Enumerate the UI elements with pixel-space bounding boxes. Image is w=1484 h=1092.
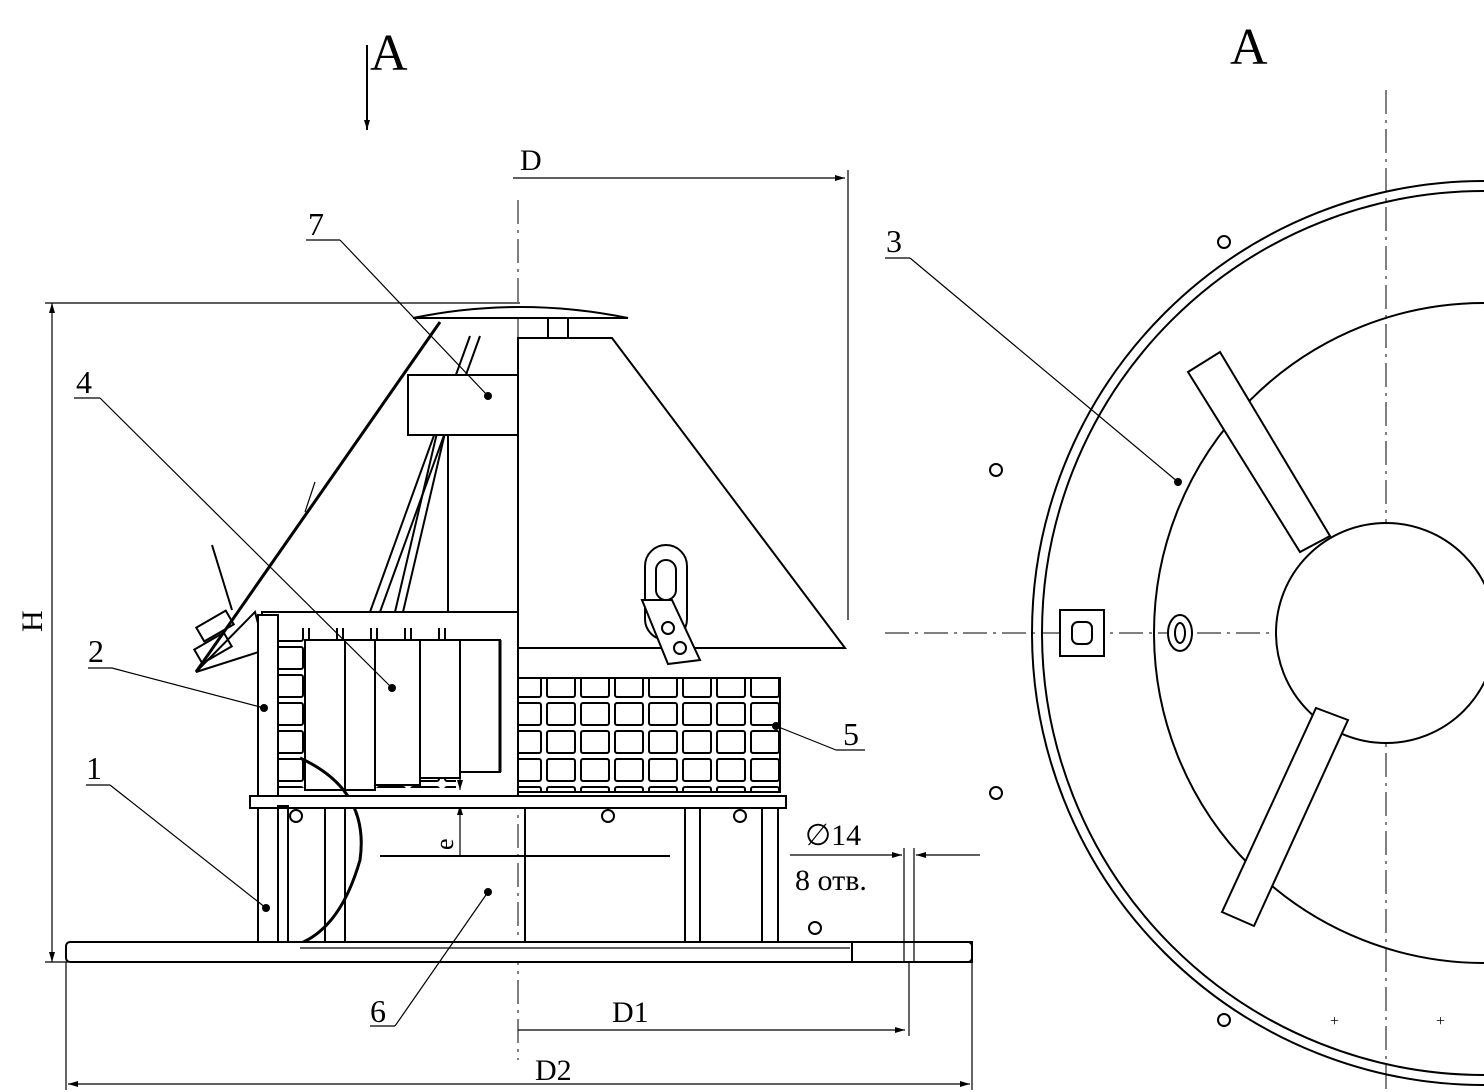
- protective-grille: [517, 677, 781, 793]
- support-frame: [262, 805, 822, 944]
- callout-4: 4: [76, 364, 92, 400]
- dimension-h-label: H: [16, 610, 49, 632]
- hood-exterior-right: [517, 337, 848, 666]
- callout-7: 7: [308, 206, 324, 242]
- section-label-left: A: [370, 25, 408, 82]
- dimension-d1: D1: [518, 962, 910, 1036]
- dimension-d2-label: D2: [535, 1054, 572, 1087]
- callout-6: 6: [370, 993, 386, 1029]
- callout-5: 5: [843, 716, 859, 752]
- callout-3: 3: [886, 223, 902, 259]
- lifting-eye: [640, 544, 702, 666]
- callout-2: 2: [88, 633, 104, 669]
- plus-mark: +: [1436, 1013, 1445, 1030]
- base-flange: [65, 941, 973, 963]
- motor-terminal-box: [1059, 609, 1105, 657]
- dimension-e-label: e: [430, 838, 459, 850]
- callouts-side-view: 7 4 2 1 5 6: [74, 206, 865, 1029]
- plus-mark: +: [1330, 1013, 1339, 1030]
- plan-view-a: + + 3: [885, 90, 1484, 1092]
- dimension-d1-label: D1: [612, 996, 649, 1029]
- callout-1: 1: [86, 750, 102, 786]
- top-cap: [412, 306, 629, 339]
- section-label-right: A: [1230, 19, 1268, 76]
- dimension-d-label: D: [520, 144, 542, 177]
- section-arrow-a: A: [364, 25, 408, 130]
- impeller-section: e: [257, 611, 519, 947]
- dimension-h: H: [16, 302, 520, 963]
- dimension-d2: D2: [65, 962, 973, 1090]
- hole-count-label: 8 отв.: [795, 864, 867, 897]
- hole-dimension: ∅14 8 отв.: [790, 819, 980, 962]
- hole-diameter-label: ∅14: [805, 819, 861, 852]
- dimension-d: D: [513, 144, 849, 620]
- mounting-plate: [249, 795, 787, 823]
